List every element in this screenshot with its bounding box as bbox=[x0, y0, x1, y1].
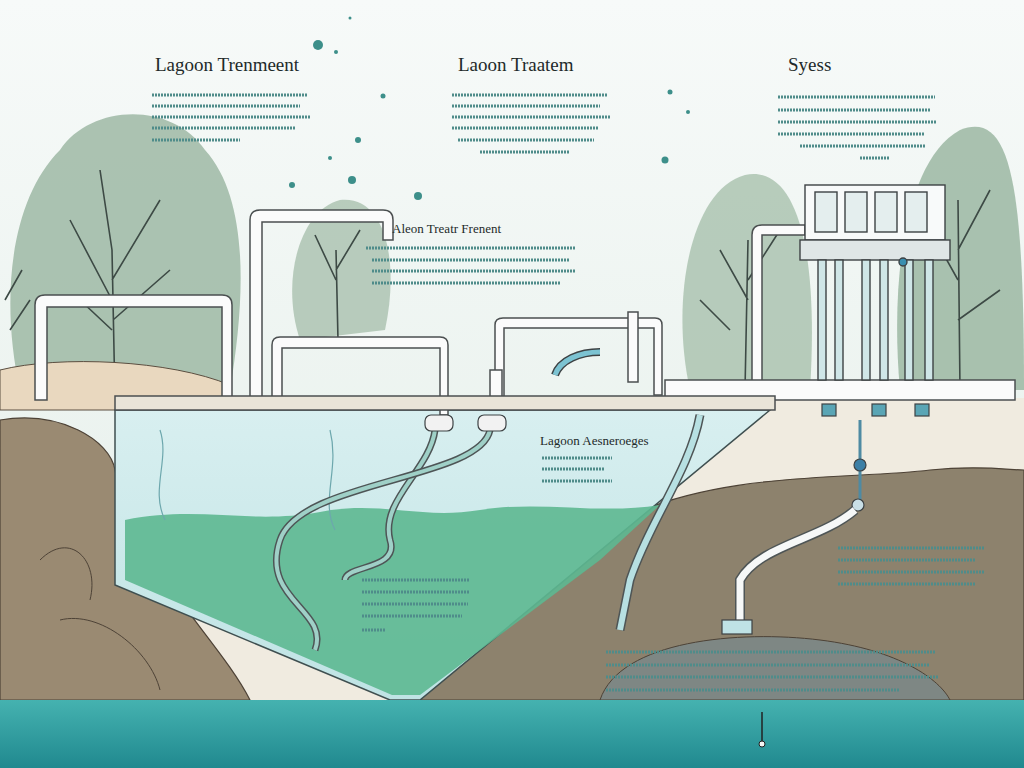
section-heading: Aleon Treatr Frenent bbox=[392, 222, 501, 236]
trees bbox=[5, 114, 1024, 400]
scribble-text bbox=[152, 95, 985, 690]
water-band bbox=[0, 700, 1024, 768]
valves bbox=[276, 352, 929, 650]
section-heading: Lagoon Trenmeent bbox=[155, 55, 299, 76]
pipes bbox=[35, 210, 1015, 415]
callout-label: Lagoon Aesneroeges bbox=[540, 434, 649, 448]
lagoon-basin bbox=[115, 410, 770, 700]
lagoon-sludge bbox=[125, 505, 660, 695]
section-heading: Syess bbox=[788, 55, 831, 76]
ground bbox=[115, 398, 1024, 700]
section-heading: Laoon Traatem bbox=[458, 55, 574, 76]
settling-pond bbox=[600, 637, 950, 700]
filter-unit bbox=[800, 185, 950, 380]
bubbles bbox=[289, 17, 690, 201]
